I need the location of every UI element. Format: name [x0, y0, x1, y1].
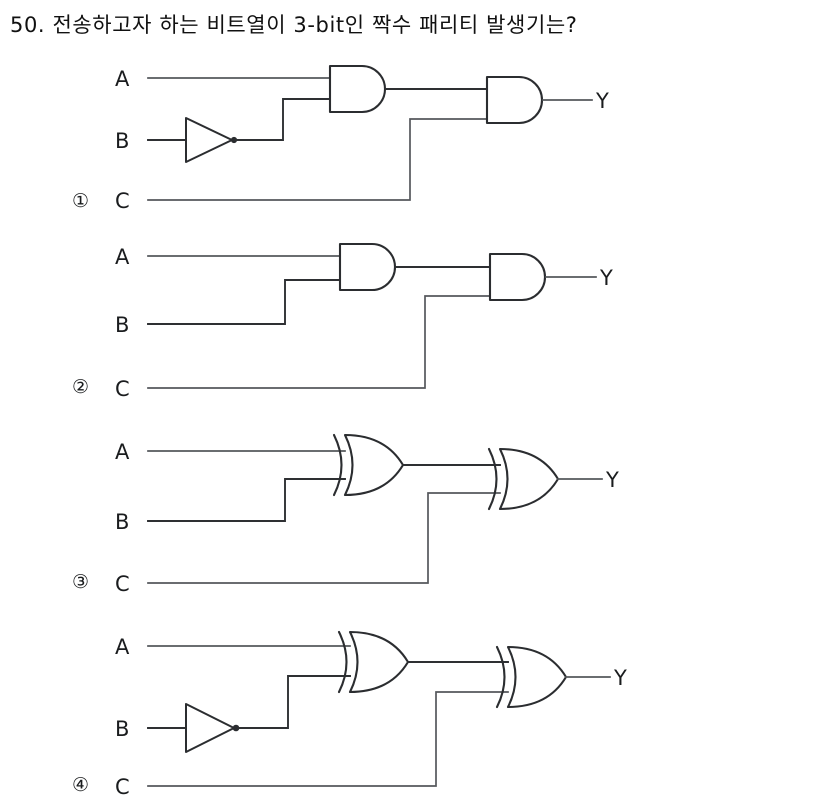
wire-c-to-gate2 [147, 492, 501, 584]
option-marker-1[interactable]: ① [72, 190, 90, 212]
wire-c-to-gate2 [147, 691, 509, 787]
output-label-y: Y [613, 666, 627, 690]
input-label-a: A [115, 440, 130, 464]
output-label-y: Y [599, 266, 613, 290]
option-2-block[interactable]: A B C Y ② [0, 228, 826, 408]
option-3-block[interactable]: A B C Y ③ [0, 423, 826, 603]
input-label-b: B [115, 717, 129, 741]
output-label-y: Y [605, 468, 619, 492]
option-marker-2[interactable]: ② [72, 376, 90, 398]
input-label-b: B [115, 313, 129, 337]
input-label-b: B [115, 510, 129, 534]
xor-gate-2 [498, 447, 560, 511]
circuit-diagram-option-3: A B C Y [115, 433, 619, 596]
input-label-a: A [115, 635, 130, 659]
xor-gate-1-extra-arc [337, 630, 348, 694]
wire-c-to-gate2 [147, 295, 491, 389]
circuit-diagram-option-1: A B C Y [115, 64, 609, 213]
xor-gate-1 [348, 630, 410, 694]
wire-inverter-to-gate1 [235, 98, 331, 141]
option-marker-3[interactable]: ③ [72, 571, 90, 593]
not-gate-b [185, 703, 235, 753]
input-label-a: A [115, 245, 130, 269]
and-gate-2 [488, 252, 546, 302]
option-1-block[interactable]: A B C Y ① [0, 48, 826, 223]
input-label-c: C [115, 377, 130, 401]
wire-inverter-to-gate1 [237, 675, 351, 729]
output-label-y: Y [595, 89, 609, 113]
input-label-c: C [115, 572, 130, 596]
page-title: 50. 전송하고자 하는 비트열이 3-bit인 짝수 패리티 발생기는? [10, 13, 578, 37]
input-label-c: C [115, 775, 130, 798]
not-gate-b [185, 117, 233, 163]
input-label-c: C [115, 189, 130, 213]
xor-gate-2 [506, 645, 568, 709]
wire-c-to-gate2 [147, 118, 488, 201]
and-gate-1 [328, 64, 386, 114]
xor-gate-1 [343, 433, 405, 497]
circuit-diagram-option-2: A B C Y [115, 242, 613, 401]
xor-gate-1-extra-arc [332, 433, 343, 497]
wire-b-to-gate1 [147, 478, 346, 522]
option-marker-4[interactable]: ④ [72, 774, 90, 796]
input-label-a: A [115, 67, 130, 91]
circuit-diagram-option-4: A B C Y [115, 630, 627, 798]
input-label-b: B [115, 129, 129, 153]
and-gate-1 [338, 242, 396, 292]
xor-gate-2-extra-arc [495, 645, 506, 709]
xor-gate-2-extra-arc [487, 447, 498, 511]
and-gate-2 [485, 75, 543, 125]
wire-b-to-gate1 [147, 279, 341, 325]
option-4-block[interactable]: A B C Y ④ [0, 618, 826, 798]
